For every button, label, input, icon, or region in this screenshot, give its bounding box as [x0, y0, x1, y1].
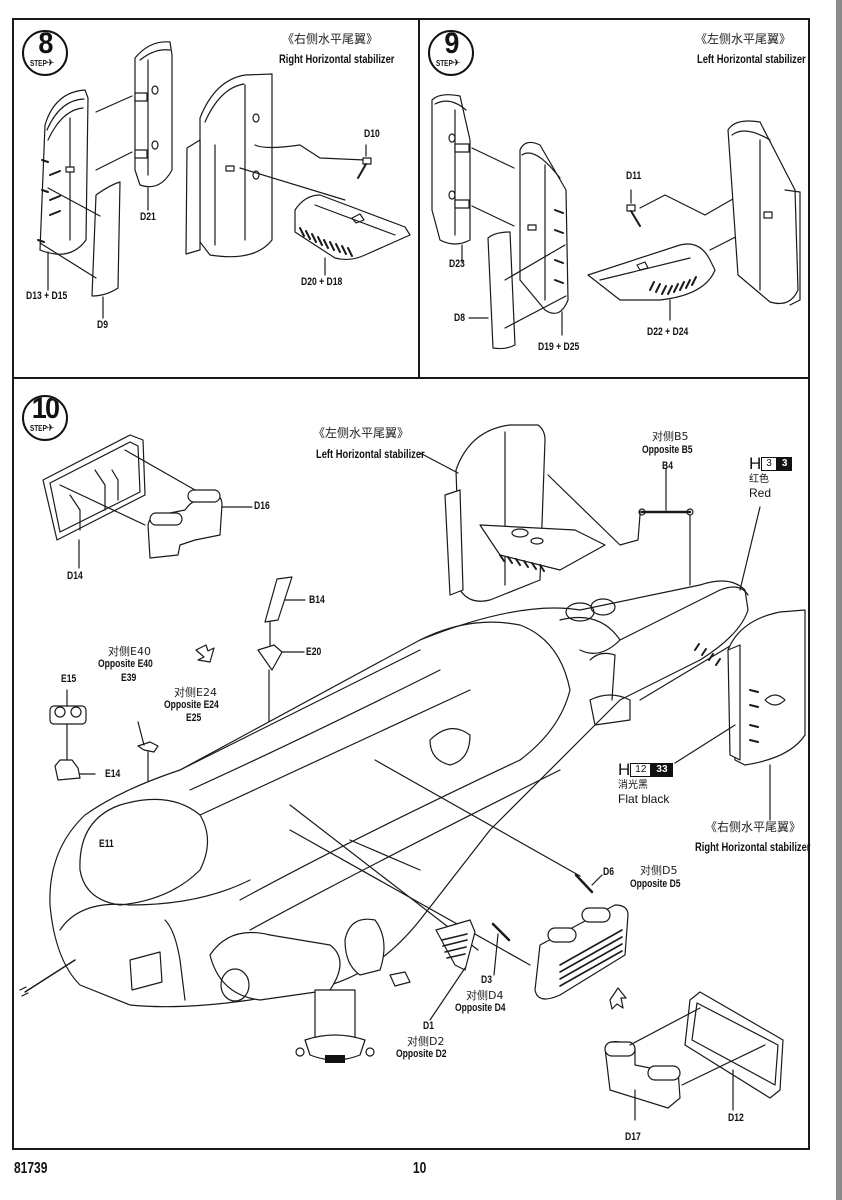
- opposite-d4-zh: 对侧D4: [466, 989, 504, 1002]
- opposite-e40-zh: 对侧E40: [108, 645, 151, 658]
- step-9-title-zh: 《左侧水平尾翼》: [695, 32, 792, 46]
- paint-code: 3: [761, 456, 777, 471]
- part-label-e39: E39: [121, 672, 137, 684]
- opposite-d5-zh: 对侧D5: [640, 864, 678, 877]
- model-number: 81739: [14, 1160, 48, 1177]
- step-number: 10: [31, 395, 60, 425]
- part-label-d11: D11: [626, 170, 642, 182]
- opposite-d2-zh: 对侧D2: [407, 1035, 445, 1048]
- part-label-d23: D23: [449, 258, 465, 270]
- opposite-e40-en: Opposite E40: [98, 658, 153, 670]
- left-stabilizer-title-zh: 《左侧水平尾翼》: [313, 426, 410, 440]
- opposite-d5-en: Opposite D5: [630, 878, 681, 890]
- paint-code-alt: 33: [651, 762, 673, 777]
- opposite-b5-zh: 对侧B5: [652, 430, 689, 443]
- opposite-e24-en: Opposite E24: [164, 699, 219, 711]
- part-label-d17: D17: [625, 1131, 641, 1143]
- step-10-panel: [12, 377, 810, 1150]
- part-label-d3: D3: [481, 974, 492, 986]
- step-8-badge: 8 STEP ✈: [22, 30, 68, 76]
- part-label-d21: D21: [140, 211, 156, 223]
- part-label-b4: B4: [662, 460, 673, 472]
- step-10-badge: 10 STEP ✈: [22, 395, 68, 441]
- part-label-d9: D9: [97, 319, 108, 331]
- part-label-e14: E14: [105, 768, 121, 780]
- part-label-e15: E15: [61, 673, 77, 685]
- paint-name-en: Red: [749, 486, 772, 500]
- part-label-d13-d15: D13 + D15: [26, 290, 68, 302]
- scrollbar[interactable]: [836, 0, 842, 1200]
- step-number: 8: [38, 30, 53, 60]
- paint-brand: H: [618, 760, 631, 780]
- step-label: STEP: [30, 59, 47, 68]
- part-label-e25: E25: [186, 712, 202, 724]
- part-label-d10: D10: [364, 128, 380, 140]
- part-label-b14: B14: [309, 594, 325, 606]
- step-9-badge: 9 STEP ✈: [428, 30, 474, 76]
- part-label-e11: E11: [99, 838, 114, 850]
- paint-code-alt: 3: [776, 456, 793, 471]
- plane-icon: ✈: [452, 58, 461, 69]
- part-label-d16: D16: [254, 500, 270, 512]
- step-9-drawing: [431, 94, 801, 350]
- part-label-d6: D6: [603, 866, 614, 878]
- step-8-title-en: Right Horizontal stabilizer: [279, 52, 395, 66]
- paint-name-en: Flat black: [618, 792, 670, 806]
- part-label-d20-d18: D20 + D18: [301, 276, 343, 288]
- left-stabilizer-title-en: Left Horizontal stabilizer: [316, 447, 425, 461]
- plane-icon: ✈: [46, 58, 55, 69]
- step-label: STEP: [436, 59, 453, 68]
- page-number: 10: [413, 1160, 427, 1177]
- part-label-d12: D12: [728, 1112, 744, 1124]
- part-label-d22-d24: D22 + D24: [647, 326, 689, 338]
- opposite-d4-en: Opposite D4: [455, 1002, 506, 1014]
- paint-name-zh: 红色: [749, 474, 769, 485]
- opposite-d2-en: Opposite D2: [396, 1048, 447, 1060]
- step-8-drawing: [37, 41, 411, 319]
- right-stabilizer-title-en: Right Horizontal stabilizer: [695, 840, 811, 854]
- paint-code: 12: [630, 762, 652, 777]
- part-label-d14: D14: [67, 570, 83, 582]
- opposite-b5-en: Opposite B5: [642, 444, 693, 456]
- opposite-e24-zh: 对侧E24: [174, 686, 217, 699]
- step-8-title-zh: 《右侧水平尾翼》: [282, 32, 379, 46]
- part-label-d1: D1: [423, 1020, 434, 1032]
- step-label: STEP: [30, 424, 47, 433]
- plane-icon: ✈: [46, 423, 55, 434]
- step-9-title-en: Left Horizontal stabilizer: [697, 52, 806, 66]
- part-label-d8: D8: [454, 312, 465, 324]
- paint-name-zh: 消光黑: [618, 780, 648, 791]
- part-label-e20: E20: [306, 646, 322, 658]
- paint-brand: H: [749, 454, 762, 474]
- part-label-d19-d25: D19 + D25: [538, 341, 580, 353]
- step-number: 9: [444, 30, 459, 60]
- right-stabilizer-title-zh: 《右侧水平尾翼》: [705, 820, 802, 834]
- step-10-drawing: [19, 424, 806, 1121]
